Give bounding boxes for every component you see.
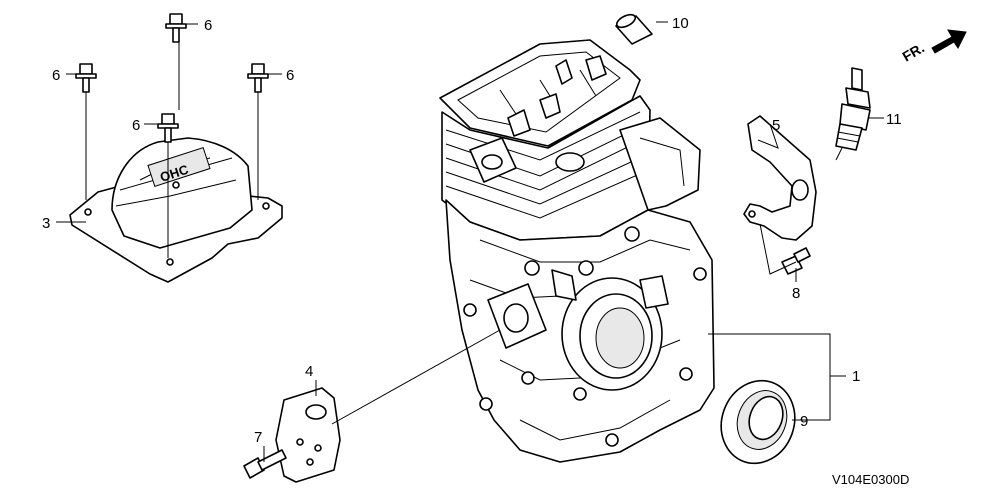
callout-5: 5 bbox=[772, 117, 780, 134]
gasket-bolt bbox=[243, 449, 287, 479]
drawing-code: V104E0300D bbox=[832, 472, 909, 487]
front-direction-marker: FR. bbox=[900, 29, 967, 65]
callout-4: 4 bbox=[305, 363, 313, 380]
callout-6-right: 6 bbox=[286, 67, 294, 84]
cover-bolt-mid bbox=[157, 113, 179, 258]
callout-6-mid: 6 bbox=[132, 117, 140, 134]
cover-bolt-top bbox=[165, 13, 187, 110]
cover-bolt-left bbox=[75, 63, 97, 200]
dowel-sleeve bbox=[615, 13, 653, 45]
callout-8: 8 bbox=[792, 285, 800, 302]
front-arrow-icon bbox=[931, 29, 967, 54]
callout-9: 9 bbox=[800, 413, 808, 430]
bracket bbox=[743, 115, 817, 241]
callout-6-left: 6 bbox=[52, 67, 60, 84]
gasket-plate bbox=[275, 387, 341, 483]
cover-bolt-right bbox=[247, 63, 269, 200]
leader-lines bbox=[56, 21, 884, 462]
callout-10: 10 bbox=[672, 15, 689, 32]
callout-1: 1 bbox=[852, 368, 860, 385]
bracket-bolt bbox=[781, 247, 811, 275]
callout-11: 11 bbox=[886, 111, 902, 128]
callout-7: 7 bbox=[254, 429, 262, 446]
valve-cover: OHC bbox=[69, 137, 283, 283]
callout-6-top: 6 bbox=[204, 17, 212, 34]
oil-seal bbox=[720, 379, 796, 465]
spark-plug bbox=[835, 67, 871, 161]
callout-3: 3 bbox=[42, 215, 50, 232]
callout-labels: 6 6 6 6 3 4 7 10 11 5 8 1 9 bbox=[42, 15, 902, 446]
front-direction-label: FR. bbox=[900, 39, 928, 64]
crankcase-assembly bbox=[439, 39, 715, 463]
